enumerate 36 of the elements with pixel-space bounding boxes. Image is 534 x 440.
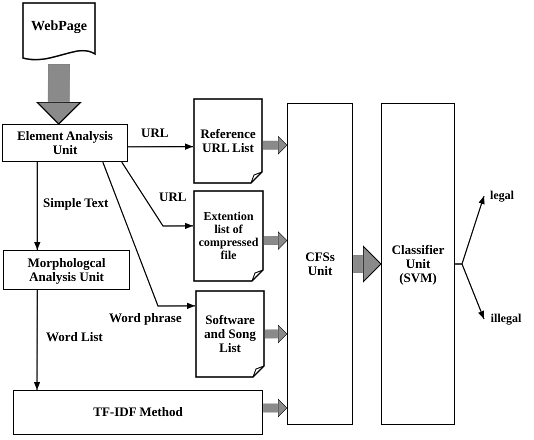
- edge-label: Word List: [45, 330, 104, 343]
- edge-label: URL: [158, 190, 188, 203]
- arrow: [128, 143, 193, 150]
- node-text: CFSs Unit: [304, 250, 336, 278]
- edge-label: URL: [140, 126, 170, 139]
- edge-label: Word phrase: [108, 311, 183, 324]
- node-text: Reference URL List: [199, 126, 257, 156]
- block-arrow: [353, 245, 382, 283]
- arrow: [34, 290, 40, 390]
- process-box: [3, 250, 130, 290]
- block-arrow: [262, 398, 288, 418]
- node-text: Classifier Unit (SVM): [390, 242, 446, 286]
- node-text: TF-IDF Method: [92, 405, 184, 420]
- process-box: [287, 103, 353, 425]
- process-box: [13, 390, 263, 435]
- output-label: illegal: [484, 311, 528, 327]
- block-arrow: [264, 231, 288, 250]
- output-label: legal: [484, 188, 520, 204]
- edge-label: Simple Text: [42, 196, 110, 209]
- node-text: WebPage: [30, 19, 88, 35]
- node-text: Software and Song List: [203, 312, 257, 356]
- block-arrow: [36, 64, 82, 125]
- document-shape: [195, 290, 265, 378]
- block-arrow: [262, 136, 288, 154]
- document-shape: [193, 190, 264, 282]
- document-shape: [193, 98, 263, 184]
- arrow: [102, 162, 195, 310]
- arrow: [34, 162, 40, 250]
- process-box: [381, 103, 455, 425]
- process-box: [2, 124, 128, 162]
- arrow: [121, 162, 193, 230]
- node-text: Element Analysis Unit: [16, 128, 114, 158]
- node-text: Morphologcal Analysis Unit: [26, 256, 106, 284]
- arrow: [455, 263, 485, 320]
- node-text: Extention list of compressed file: [198, 210, 260, 262]
- block-arrow: [264, 324, 288, 344]
